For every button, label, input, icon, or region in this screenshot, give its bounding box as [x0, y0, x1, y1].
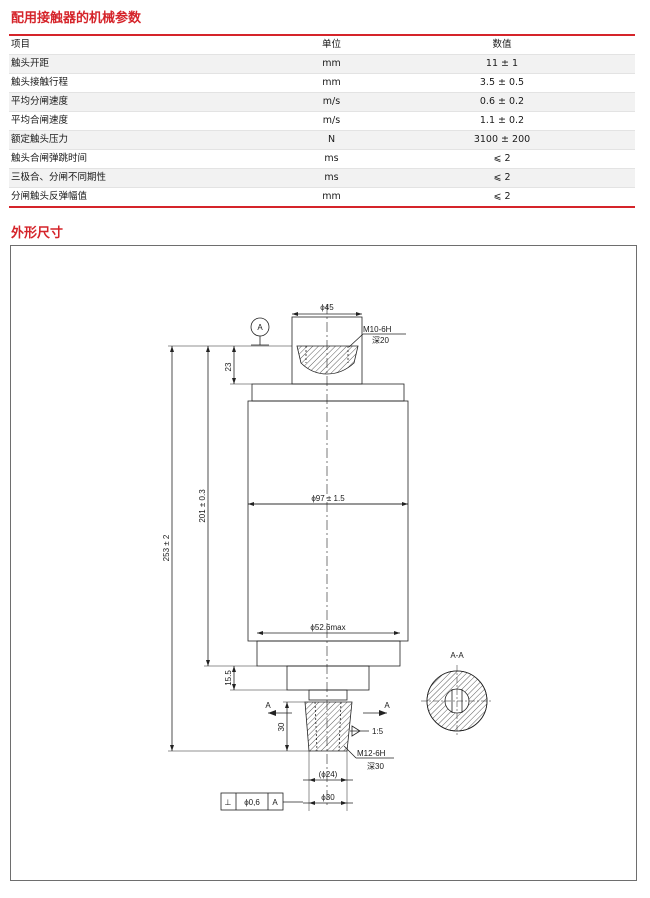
tolerance-value: ϕ0,6 [244, 798, 260, 807]
row-unit: m/s [294, 111, 369, 131]
bottom-thread-label: M12-6H [357, 749, 386, 758]
bottom-height-label: 30 [277, 722, 286, 731]
row-value: 3100 ± 200 [369, 130, 635, 150]
tolerance-symbol: ⊥ [225, 798, 232, 807]
bottom-diameter-label: ϕ30 [321, 793, 335, 802]
datum-a-label: A [257, 323, 263, 332]
overall-height-label: 253 ± 2 [162, 534, 171, 561]
row-item: 触头开距 [9, 54, 294, 74]
row-value: ⩽ 2 [369, 149, 635, 169]
row-item: 分闸触头反弹幅值 [11, 191, 88, 202]
top-height-label: 23 [224, 362, 233, 371]
row-unit: N [294, 130, 369, 150]
header-item: 项目 [9, 35, 294, 55]
table-header-row: 项目 单位 数值 [9, 35, 635, 55]
section-title-dimensions: 外形尺寸 [11, 226, 64, 241]
section-title-mechanical-params: 配用接触器的机械参数 [11, 11, 142, 26]
row-unit: ms [294, 149, 369, 169]
row-value: ⩽ 2 [493, 191, 511, 202]
row-item: 触头接触行程 [9, 73, 294, 93]
section-aa-label: A-A [450, 651, 464, 660]
upper-cap [251, 383, 405, 402]
row-item: 三极合、分闸不同期性 [9, 168, 294, 188]
row-unit: mm [294, 73, 369, 93]
row-unit: mm [322, 191, 341, 202]
row-value: ⩽ 2 [369, 168, 635, 188]
row-value: 11 ± 1 [369, 54, 635, 74]
row-item: 额定触头压力 [9, 130, 294, 150]
row-item: 触头合闸弹跳时间 [9, 149, 294, 169]
bottom-depth-label: 深30 [367, 762, 384, 771]
bottom-stud [308, 689, 348, 701]
flange [286, 665, 370, 691]
header-unit: 单位 [294, 35, 369, 55]
body-diameter-label: ϕ97 ± 1.5 [311, 494, 345, 503]
bottom-taper-section [304, 701, 353, 752]
row-value: 0.6 ± 0.2 [369, 92, 635, 112]
section-mark-left: A [265, 701, 271, 710]
top-diameter-label: ϕ45 [320, 303, 334, 312]
neck-diameter-label: ϕ52.6max [310, 623, 345, 632]
row-unit: m/s [294, 92, 369, 112]
row-value: 3.5 ± 0.5 [369, 73, 635, 93]
row-item: 平均合闸速度 [9, 111, 294, 131]
ref-diameter-label: (ϕ24) [319, 770, 338, 779]
header-value: 数值 [369, 35, 635, 55]
top-thread-section [296, 345, 359, 375]
section-mark-right: A [384, 701, 390, 710]
taper-label: 1:5 [372, 727, 384, 736]
table-row: 分闸触头反弹幅值 mm ⩽ 2 [9, 188, 635, 208]
row-item: 平均分闸速度 [9, 92, 294, 112]
tolerance-frame [220, 792, 284, 811]
top-thread-label: M10-6H [363, 325, 392, 334]
top-depth-label: 深20 [372, 336, 389, 345]
body-height-label: 201 ± 0.3 [198, 489, 207, 523]
body-cylinder [247, 400, 409, 642]
row-unit: ms [294, 168, 369, 188]
row-value: 1.1 ± 0.2 [369, 111, 635, 131]
dimension-drawing: A ϕ45 M10-6H 深20 23 201 ± 0.3 253 ± 2 ϕ9… [10, 245, 637, 881]
flange-height-label: 15.5 [224, 670, 233, 686]
row-unit: mm [294, 54, 369, 74]
tolerance-datum: A [272, 798, 278, 807]
lower-neck [256, 640, 401, 667]
drawing-svg: A ϕ45 M10-6H 深20 23 201 ± 0.3 253 ± 2 ϕ9… [162, 303, 493, 811]
